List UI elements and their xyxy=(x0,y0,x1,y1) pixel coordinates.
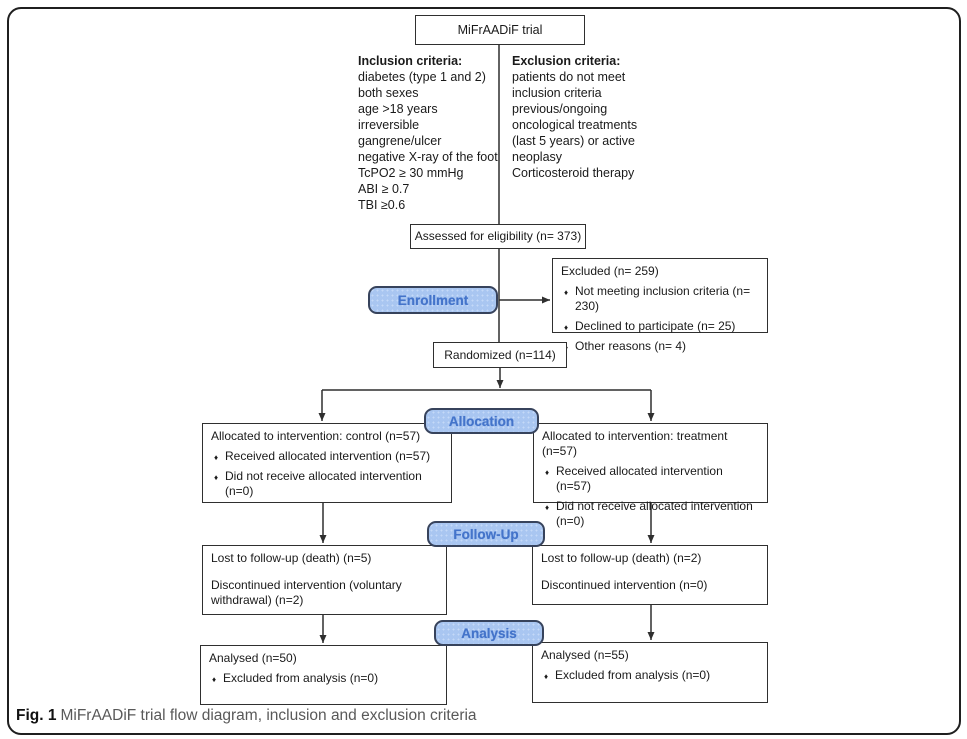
randomized-box: Randomized (n=114) xyxy=(433,342,567,368)
analysis-control-bullet: Excluded from analysis (n=0) xyxy=(209,671,438,687)
exclusion-line: patients do not meet xyxy=(512,70,626,84)
inclusion-line: gangrene/ulcer xyxy=(358,134,442,148)
exclusion-line: oncological treatments xyxy=(512,118,638,132)
allocation-treatment-bullets: Received allocated intervention (n=57) D… xyxy=(542,464,759,529)
analysis-control-title: Analysed (n=50) xyxy=(209,651,297,665)
exclusion-line: neoplasy xyxy=(512,150,563,164)
inclusion-line: ABI ≥ 0.7 xyxy=(358,182,410,196)
followup-treatment-line: Discontinued intervention (n=0) xyxy=(541,578,708,592)
analysis-treatment-bullets: Excluded from analysis (n=0) xyxy=(541,668,759,684)
analysis-control-bullets: Excluded from analysis (n=0) xyxy=(209,671,438,687)
followup-treatment-line: Lost to follow-up (death) (n=2) xyxy=(541,551,702,565)
allocation-control-bullet: Received allocated intervention (n=57) xyxy=(211,449,443,465)
analysis-stage: Analysis xyxy=(434,620,544,646)
excluded-bullet: Not meeting inclusion criteria (n= 230) xyxy=(561,284,759,314)
allocation-stage-label: Allocation xyxy=(448,413,515,429)
allocation-control-bullets: Received allocated intervention (n=57) D… xyxy=(211,449,443,499)
allocation-treatment-title: Allocated to intervention: treatment (n=… xyxy=(542,429,728,458)
analysis-control-box: Analysed (n=50) Excluded from analysis (… xyxy=(200,645,447,705)
exclusion-line: inclusion criteria xyxy=(512,86,602,100)
analysis-treatment-box: Analysed (n=55) Excluded from analysis (… xyxy=(532,642,768,703)
inclusion-line: irreversible xyxy=(358,118,420,132)
allocation-control-title: Allocated to intervention: control (n=57… xyxy=(211,429,421,443)
excluded-box: Excluded (n= 259) Not meeting inclusion … xyxy=(552,258,768,355)
excluded-bullet-list: Not meeting inclusion criteria (n= 230) … xyxy=(561,284,759,355)
exclusion-heading: Exclusion criteria: xyxy=(512,54,621,68)
inclusion-line: TcPO2 ≥ 30 mmHg xyxy=(358,166,464,180)
inclusion-criteria: Inclusion criteria: diabetes (type 1 and… xyxy=(358,53,508,213)
analysis-treatment-bullet: Excluded from analysis (n=0) xyxy=(541,668,759,684)
analysis-stage-label: Analysis xyxy=(461,625,517,641)
excluded-bullet: Declined to participate (n= 25) xyxy=(561,319,759,335)
trial-title-text: MiFrAADiF trial xyxy=(457,22,543,37)
followup-treatment-box: Lost to follow-up (death) (n=2) Disconti… xyxy=(532,545,768,605)
enrollment-stage-label: Enrollment xyxy=(397,292,469,308)
followup-stage: Follow-Up xyxy=(427,521,545,547)
inclusion-line: both sexes xyxy=(358,86,419,100)
figure-caption-text: MiFrAADiF trial flow diagram, inclusion … xyxy=(60,707,477,724)
followup-control-line: Discontinued intervention (voluntary wit… xyxy=(211,578,402,607)
figure-caption-label: Fig. 1 xyxy=(16,707,57,724)
inclusion-line: TBI ≥0.6 xyxy=(358,198,406,212)
allocation-control-bullet: Did not receive allocated intervention (… xyxy=(211,469,443,499)
randomized-text: Randomized (n=114) xyxy=(444,347,556,362)
analysis-treatment-title: Analysed (n=55) xyxy=(541,648,629,662)
allocation-stage: Allocation xyxy=(424,408,539,434)
inclusion-line: negative X-ray of the foot xyxy=(358,150,498,164)
excluded-bullet: Other reasons (n= 4) xyxy=(561,339,759,355)
allocation-treatment-bullet: Did not receive allocated intervention (… xyxy=(542,499,759,529)
allocation-treatment-bullet: Received allocated intervention (n=57) xyxy=(542,464,759,494)
allocation-treatment-box: Allocated to intervention: treatment (n=… xyxy=(533,423,768,528)
exclusion-line: Corticosteroid therapy xyxy=(512,166,635,180)
inclusion-line: diabetes (type 1 and 2) xyxy=(358,70,486,84)
inclusion-heading: Inclusion criteria: xyxy=(358,54,463,68)
enrollment-stage: Enrollment xyxy=(368,286,498,314)
inclusion-line: age >18 years xyxy=(358,102,438,116)
excluded-title: Excluded (n= 259) xyxy=(561,264,659,278)
trial-title-box: MiFrAADiF trial xyxy=(415,15,585,45)
followup-control-box: Lost to follow-up (death) (n=5) Disconti… xyxy=(202,545,447,615)
followup-control-line: Lost to follow-up (death) (n=5) xyxy=(211,551,372,565)
assessed-box: Assessed for eligibility (n= 373) xyxy=(410,224,586,249)
allocation-control-box: Allocated to intervention: control (n=57… xyxy=(202,423,452,503)
exclusion-line: (last 5 years) or active xyxy=(512,134,635,148)
assessed-text: Assessed for eligibility (n= 373) xyxy=(414,229,582,243)
followup-stage-label: Follow-Up xyxy=(453,526,519,542)
exclusion-line: previous/ongoing xyxy=(512,102,608,116)
exclusion-criteria: Exclusion criteria: patients do not meet… xyxy=(512,53,677,181)
